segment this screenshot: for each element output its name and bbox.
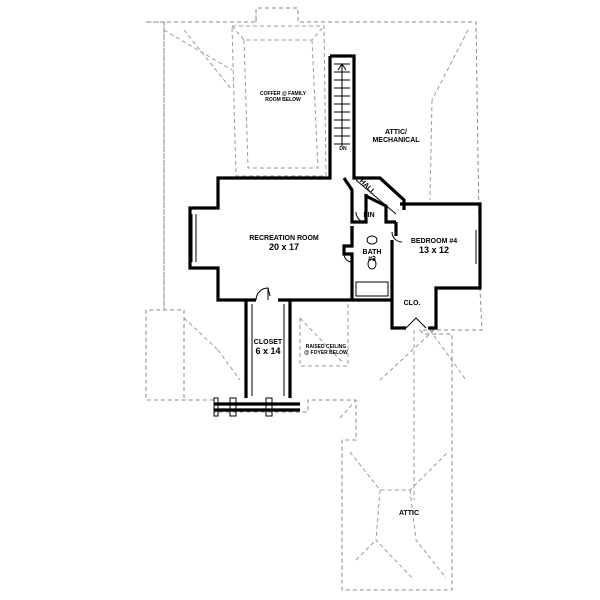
- stair-down-label: DN: [339, 146, 347, 152]
- coffer-label-2: ROOM BELOW: [265, 97, 301, 103]
- roof-hip-lines: [163, 25, 469, 581]
- raised-ceiling-label-2: @ FOYER BELOW: [304, 350, 348, 356]
- bedroom-name: BEDROOM #4: [411, 238, 457, 245]
- walls: [188, 54, 482, 412]
- closet-dims: 6 x 14: [255, 346, 280, 356]
- closet-small-label: CLO.: [404, 300, 421, 307]
- bedroom-dims: 13 x 12: [419, 245, 449, 255]
- bath-name: BATH: [363, 249, 382, 256]
- attic-mechanical-label-1: ATTIC/: [385, 129, 407, 136]
- attic-mechanical-label-2: MECHANICAL: [372, 137, 420, 144]
- details: [191, 63, 477, 417]
- bath-number: #3: [368, 256, 376, 263]
- roof-outline: [145, 7, 483, 591]
- recreation-room-name: RECREATION ROOM: [249, 235, 319, 242]
- coffer-label-1: COFFER @ FAMILY: [260, 91, 307, 97]
- raised-ceiling-label-1: RAISED CEILING: [306, 344, 347, 350]
- attic-label: ATTIC: [399, 510, 419, 517]
- closet-name: CLOSET: [254, 339, 283, 346]
- linen-label: LIN: [363, 212, 374, 219]
- hall-label: HALL: [358, 178, 377, 197]
- recreation-room-dims: 20 x 17: [269, 242, 299, 252]
